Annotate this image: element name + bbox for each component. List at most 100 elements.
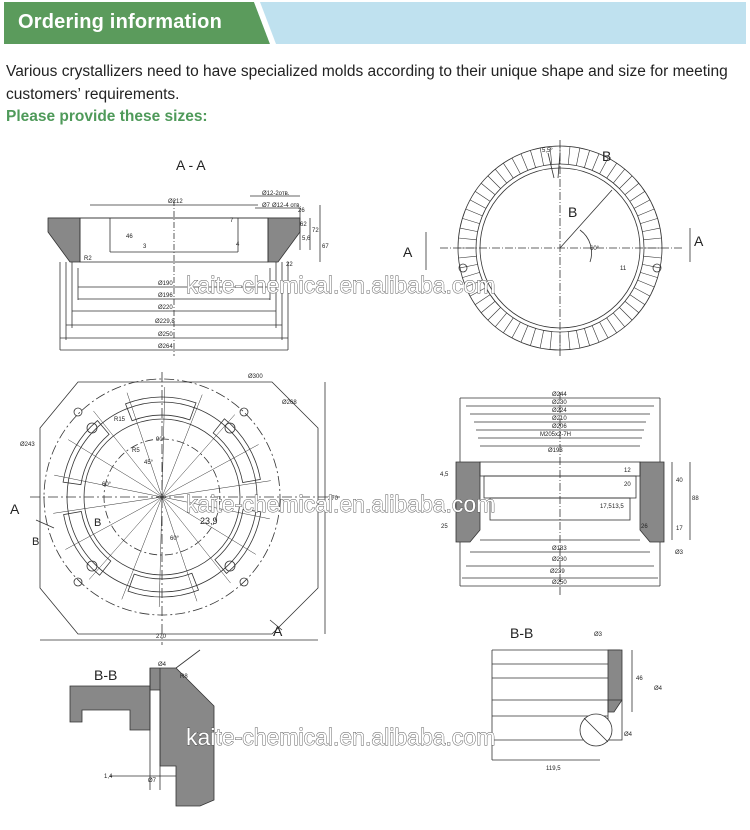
dim-text: 25	[441, 524, 448, 530]
ring-tick	[606, 317, 617, 333]
ring-tick	[591, 325, 600, 343]
construction-ray	[161, 496, 198, 602]
section-mark-a: A	[10, 501, 20, 517]
dim-text: 4,5	[440, 472, 449, 478]
ring-tick	[576, 147, 581, 166]
ring-tick	[465, 208, 483, 217]
ring-tick	[619, 175, 633, 189]
dim-text: Ø268	[282, 400, 297, 406]
dim-text: 90°	[156, 437, 166, 443]
dim-text: 88	[692, 496, 699, 502]
dim-text: M205x2-7H	[540, 432, 571, 438]
ring-tick	[567, 331, 571, 350]
construction-ray	[161, 387, 166, 498]
ring-tick	[643, 237, 662, 241]
ring-tick	[619, 307, 633, 321]
construction-ray	[93, 410, 163, 498]
ring-tick	[633, 287, 651, 297]
mold-slot	[212, 418, 261, 483]
section-title: Ordering information	[18, 11, 222, 33]
construction-ray	[161, 394, 203, 498]
ring-tick	[511, 157, 521, 175]
dim-text: 46	[126, 234, 133, 240]
ring-tick	[642, 264, 661, 269]
dim-text: 4	[236, 242, 240, 248]
mold-slot	[127, 572, 200, 598]
ring-tick	[584, 328, 590, 346]
ring-tick	[640, 218, 658, 224]
dim-text: Ø12-4 отв.	[272, 203, 301, 209]
section-header: Ordering information	[4, 2, 746, 44]
dim-text: 11	[620, 266, 627, 272]
dim-text: 26	[298, 208, 305, 214]
dim-text: 270	[156, 634, 167, 640]
construction-ray	[161, 496, 231, 584]
ring-tick	[469, 287, 487, 297]
technical-drawing: A - A Ø212 Ø12-2отв. Ø7 Ø12-4 отв. Ø190 …	[10, 140, 704, 807]
dim-text: 1,4	[104, 774, 113, 780]
ring-tick	[539, 147, 544, 166]
dim-text: 23,9	[200, 516, 218, 526]
dim-text: Ø4	[654, 686, 663, 692]
dim-text: 26	[641, 524, 648, 530]
dim-text: Ø190	[158, 281, 173, 287]
ring-tick	[640, 272, 658, 278]
dim-text: 3	[143, 244, 147, 250]
ring-tick	[487, 175, 501, 189]
dim-text: Ø229,8	[155, 319, 175, 325]
construction-ray	[68, 439, 163, 498]
dim-text: 67	[322, 244, 329, 250]
ring-tick	[599, 321, 609, 339]
construction-ray	[161, 444, 259, 498]
ring-tick	[576, 330, 581, 349]
view-aa	[47, 195, 321, 356]
dim-text: R5	[132, 448, 140, 454]
view-plan	[30, 372, 340, 645]
ring-tick	[480, 183, 496, 195]
ring-tick	[520, 153, 529, 171]
ring-tick	[539, 330, 544, 349]
section-mark-b: B	[602, 148, 611, 164]
dim-text: Ø210	[552, 416, 567, 422]
dim-text: 45°	[144, 460, 154, 466]
dim-text: R2	[84, 256, 92, 262]
construction-ray	[121, 496, 163, 600]
ring-tick	[503, 317, 514, 333]
mold-slot	[124, 396, 197, 422]
ring-tick	[613, 312, 625, 328]
dim-text: 60°	[590, 246, 600, 252]
header-banner	[4, 2, 746, 44]
ring-tick	[530, 150, 536, 168]
ring-tick	[629, 294, 645, 305]
mold-slot	[214, 508, 262, 574]
dim-text: Ø3	[675, 550, 684, 556]
ring-tick	[549, 146, 553, 165]
ring-tick	[606, 163, 617, 179]
dim-text: 20	[624, 482, 631, 488]
construction-ray	[88, 496, 163, 580]
dim-text: R8	[180, 674, 188, 680]
dim-text: Ø250	[552, 580, 567, 586]
ring-tick	[465, 279, 483, 288]
section-mark-a: A	[694, 233, 704, 249]
dim-text: 13,5	[612, 504, 624, 510]
dim-text: Ø264	[158, 344, 173, 350]
dim-text: Ø224	[552, 408, 567, 414]
bb-right-title: B-B	[510, 625, 533, 641]
dim-text: Ø300	[248, 374, 263, 380]
ring-tick	[495, 312, 507, 328]
ring-tick	[643, 255, 662, 259]
section-mark-a: A	[273, 623, 283, 639]
ring-tick	[458, 237, 477, 241]
ring-tick	[495, 168, 507, 184]
dim-text: 270	[328, 496, 339, 502]
dim-text: Ø206	[552, 424, 567, 430]
dim-text: Ø230	[552, 400, 567, 406]
view-bb-left	[69, 649, 215, 807]
dim-text: Ø3	[594, 632, 603, 638]
sizes-heading: Please provide these sizes:	[6, 108, 208, 125]
ring-tick	[530, 328, 536, 346]
ring-tick	[459, 264, 478, 269]
dim-text: Ø239	[550, 569, 565, 575]
dim-text: Ø250	[158, 332, 173, 338]
